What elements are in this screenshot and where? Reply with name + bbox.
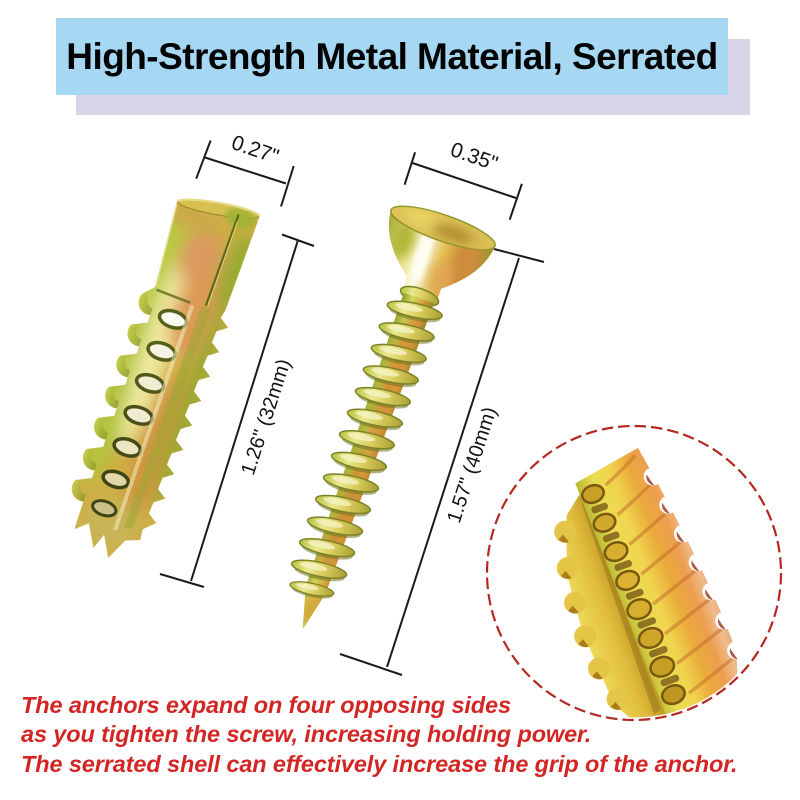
svg-text:0.35": 0.35"	[448, 138, 501, 175]
svg-text:1.26" (32mm): 1.26" (32mm)	[237, 356, 295, 477]
svg-text:0.27": 0.27"	[229, 131, 282, 168]
